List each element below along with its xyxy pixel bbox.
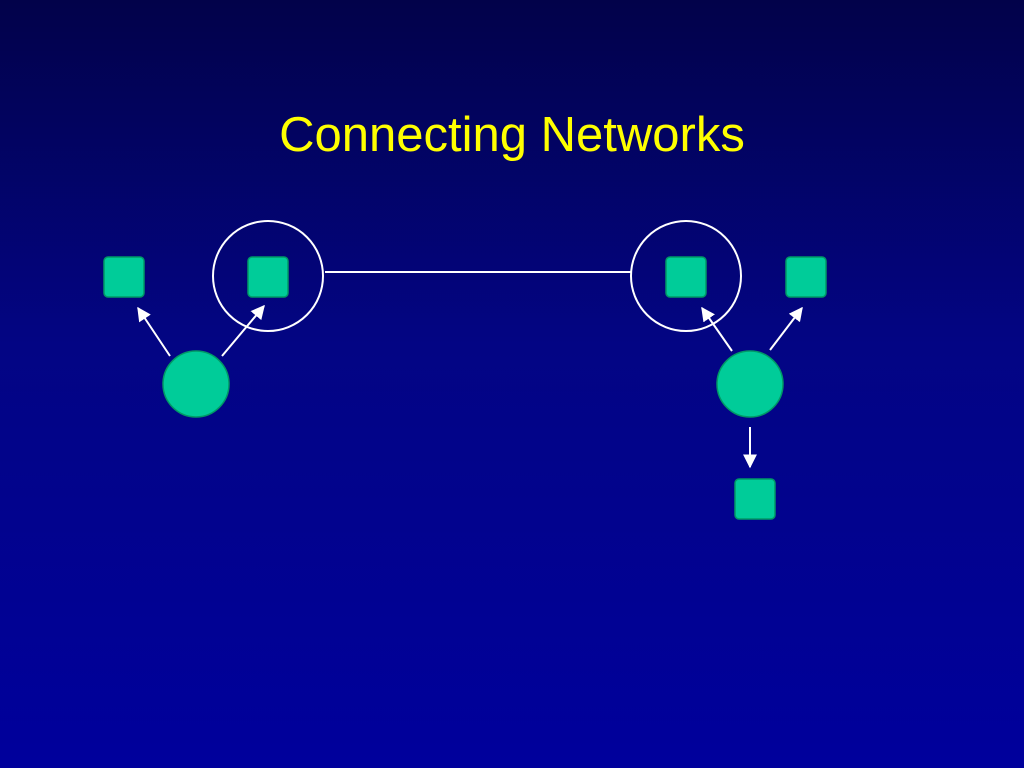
right-router-circle-icon (716, 350, 784, 418)
left-router-circle-icon (162, 350, 230, 418)
bottom-host-square-icon (734, 478, 776, 520)
slide-title: Connecting Networks (279, 108, 745, 162)
right-host-square-icon (785, 256, 827, 298)
left-gateway-ring-icon (212, 220, 324, 332)
left-router-arrow-to-gateway (221, 304, 265, 357)
left-router-arrow-to-host (137, 306, 171, 357)
right-gateway-host-square-icon (665, 256, 707, 298)
left-gateway-host-square-icon (247, 256, 289, 298)
right-router-arrow-to-gateway (701, 306, 733, 352)
right-gateway-ring-icon (630, 220, 742, 332)
left-host-square-icon (103, 256, 145, 298)
right-router-arrow-to-host (769, 306, 803, 351)
